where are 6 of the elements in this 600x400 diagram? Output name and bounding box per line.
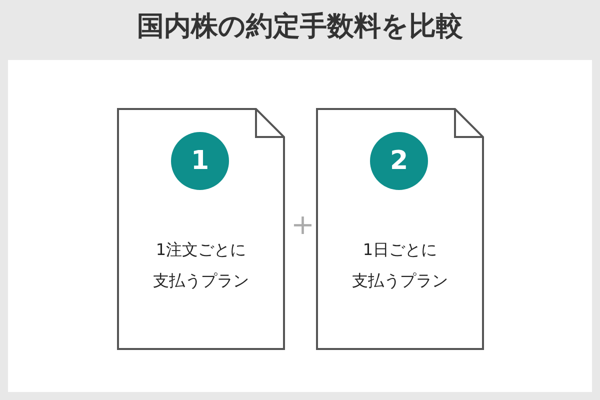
title: 国内株の約定手数料を比較 bbox=[136, 10, 464, 44]
plan-text: 1日ごとに支払うプラン bbox=[351, 239, 449, 292]
document-card bbox=[316, 108, 484, 350]
plus-sign: + bbox=[291, 208, 314, 241]
plan-text: 1注文ごとに支払うプラン bbox=[152, 239, 250, 292]
document-card bbox=[117, 108, 285, 350]
